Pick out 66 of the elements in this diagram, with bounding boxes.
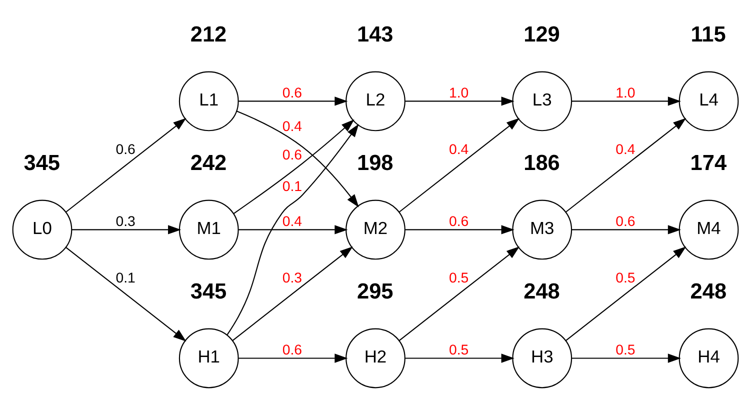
node-label: 248 <box>690 278 727 303</box>
edge-label: 0.6 <box>282 146 302 162</box>
node-circle: H3 <box>512 328 572 388</box>
arrow <box>405 353 514 362</box>
node-label: 198 <box>356 149 394 174</box>
node-circle: H4 <box>678 328 739 388</box>
node-label: 295 <box>356 278 394 303</box>
arrow <box>238 224 348 234</box>
arrow <box>232 246 353 341</box>
node-circle: M2 <box>346 199 406 260</box>
arrow <box>238 353 348 362</box>
edge-label: 0.1 <box>282 177 302 194</box>
edge-label: 0.5 <box>616 340 636 357</box>
node-circle: H2 <box>346 328 406 388</box>
node-label: 115 <box>690 20 726 46</box>
node-label: 345 <box>190 278 227 303</box>
node-label: 174 <box>690 149 727 174</box>
edge-label: 0.6 <box>616 212 636 228</box>
node-label: 129 <box>524 20 560 46</box>
edge-label: 0.4 <box>282 212 302 228</box>
edge-label: 0.3 <box>282 268 302 285</box>
arrow <box>572 96 681 106</box>
arrow <box>572 224 681 234</box>
node-label: 186 <box>524 149 560 174</box>
node-label: 212 <box>190 20 227 46</box>
arrow <box>66 118 186 212</box>
node-label: 248 <box>524 278 560 303</box>
edge-label: 0.4 <box>616 140 636 156</box>
edge-label: 0.4 <box>448 140 469 156</box>
arrow <box>565 246 686 341</box>
node-label: 143 <box>356 20 394 46</box>
node-circle: L0 <box>12 199 72 260</box>
edge-label: 0.1 <box>116 268 136 285</box>
arrow <box>572 353 681 362</box>
edge-label: 0.3 <box>116 212 136 228</box>
arrow <box>405 224 514 234</box>
edge-label: 0.6 <box>282 340 302 357</box>
edge-label: 1.0 <box>616 84 636 100</box>
node-label: 242 <box>190 149 227 174</box>
edge-label: 0.5 <box>448 268 469 285</box>
arrow <box>398 246 520 341</box>
edge-label: 1.0 <box>448 84 469 100</box>
edge-label: 0.6 <box>448 212 469 228</box>
node-circle: H1 <box>178 328 239 388</box>
edge-label: 0.5 <box>448 340 469 357</box>
node-circle: L4 <box>678 70 739 131</box>
arrow <box>405 96 514 106</box>
arrow <box>238 96 348 106</box>
edge-label: 0.5 <box>616 268 636 285</box>
arrow <box>226 123 359 334</box>
node-circle: L3 <box>512 70 572 131</box>
node-circle: M4 <box>678 199 739 260</box>
node-circle: M1 <box>178 199 239 260</box>
edge-label: 0.4 <box>282 118 302 134</box>
node-label: 345 <box>24 149 60 174</box>
node-circle: L1 <box>178 70 239 131</box>
edge-label: 0.6 <box>282 84 302 100</box>
edge-label: 0.6 <box>116 140 136 156</box>
arrow <box>565 118 686 212</box>
node-circle: L2 <box>346 70 406 131</box>
arrow <box>72 224 182 234</box>
arrow <box>233 118 354 214</box>
arrow <box>66 246 186 341</box>
arrow <box>236 110 359 207</box>
node-circle: M3 <box>512 199 572 260</box>
arrow <box>398 118 520 212</box>
